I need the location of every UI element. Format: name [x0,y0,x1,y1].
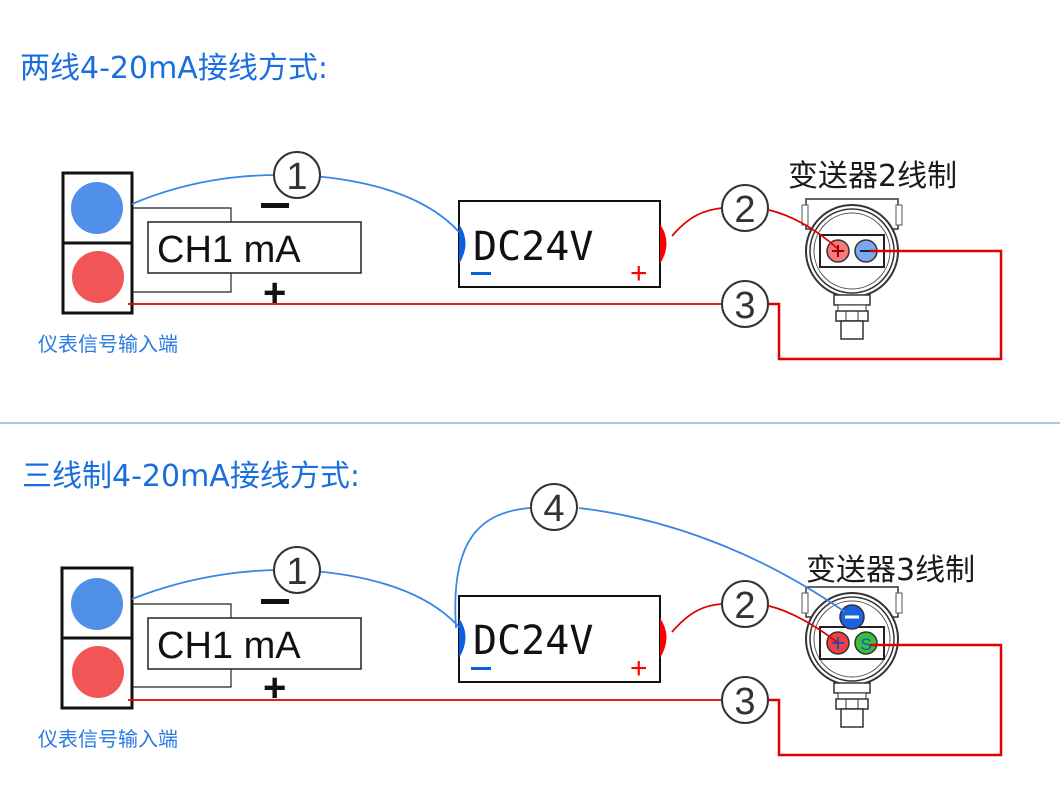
meter-terminal-block [61,171,134,315]
wire-number-3: 3 [721,280,769,328]
svg-text:2: 2 [734,189,755,231]
wire-1b [313,175,460,233]
wire-4b [578,507,846,613]
meter-negative-terminal[interactable] [71,182,123,234]
dc-supply: DC24V + [458,595,667,685]
meter-positive-terminal[interactable] [72,251,124,303]
svg-text:4: 4 [543,488,564,530]
channel-label-box [147,617,362,670]
meter-caption: 仪表信号输入端 [38,727,178,751]
meter-positive-sign: + [263,271,286,315]
wire-1b [313,570,460,628]
wire-3b [769,643,1003,757]
wire-1 [131,569,281,600]
wire-number-4: 4 [530,483,578,531]
svg-text:S: S [860,635,871,654]
wire-4 [454,507,531,629]
svg-text:1: 1 [286,551,307,593]
svg-text:1: 1 [286,156,307,198]
channel-label-box [147,221,362,274]
supply-positive-mark: + [630,652,648,685]
supply-positive-terminal[interactable] [660,618,667,658]
supply-negative-terminal[interactable] [459,224,466,264]
wire-2b [768,605,839,644]
meter-negative-sign [261,203,289,208]
supply-negative-terminal[interactable] [459,618,466,658]
supply-label: DC24V [473,224,593,270]
wire-2 [671,603,723,633]
wire-number-1: 1 [273,546,321,594]
wire-number-2: 2 [721,580,769,628]
wire-number-3: 3 [721,676,769,724]
section-title: 三线制4-20mA接线方式: [22,459,360,494]
transmitter-label: 变送器2线制 [788,159,957,194]
meter-negative-terminal[interactable] [71,578,123,630]
section-two-wire: 两线4-20mA接线方式: CH1 mA + 仪表信号输入端 DC24V + 变… [20,51,1003,361]
channel-label: CH1 mA [157,625,301,667]
wire-1 [131,174,281,205]
transmitter-signal-terminal[interactable] [854,631,878,655]
meter-caption: 仪表信号输入端 [38,332,178,356]
supply-negative-mark [471,272,491,275]
supply-positive-terminal[interactable] [660,224,667,264]
meter-positive-terminal[interactable] [72,646,124,698]
meter-negative-sign [261,599,289,604]
transmitter-label: 变送器3线制 [806,553,975,588]
wire-number-2: 2 [721,184,769,232]
dc-supply: DC24V + [458,200,667,290]
wire-number-1: 1 [273,151,321,199]
wire-2b [768,209,839,250]
meter-terminal-block [60,566,134,710]
transmitter-device: S [801,586,903,728]
transmitter-device [801,198,903,340]
channel-label: CH1 mA [157,229,301,271]
svg-text:3: 3 [734,285,755,327]
supply-positive-mark: + [630,257,648,290]
supply-label: DC24V [473,618,593,664]
wire-3b [769,249,1003,361]
wire-2 [671,207,723,237]
svg-text:2: 2 [734,585,755,627]
section-three-wire: 三线制4-20mA接线方式: CH1 mA + 仪表信号输入端 DC24V + … [22,459,1003,757]
supply-negative-mark [471,667,491,670]
section-title: 两线4-20mA接线方式: [20,51,328,86]
svg-text:3: 3 [734,681,755,723]
meter-positive-sign: + [263,666,286,710]
